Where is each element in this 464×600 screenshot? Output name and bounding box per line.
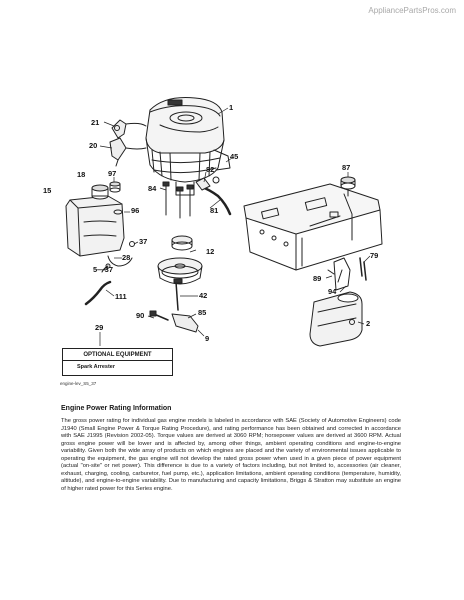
callout-81: 81 bbox=[210, 206, 218, 215]
callout-89: 89 bbox=[313, 274, 321, 283]
callout-96: 96 bbox=[131, 206, 139, 215]
watermark: AppliancePartsPros.com bbox=[368, 6, 456, 15]
callout-45: 45 bbox=[230, 152, 238, 161]
heat-shield-part[interactable] bbox=[327, 257, 367, 291]
bolt-part[interactable] bbox=[162, 181, 194, 219]
optional-equipment-item: Spark Arrester bbox=[77, 364, 116, 370]
callout-84: 84 bbox=[148, 184, 157, 193]
callout-79: 79 bbox=[370, 251, 378, 260]
hose-part[interactable] bbox=[84, 280, 112, 306]
callout-1: 1 bbox=[229, 103, 233, 112]
pulley-part[interactable] bbox=[157, 235, 203, 285]
callout-90: 90 bbox=[136, 311, 144, 320]
figure-reference: engine-lev_S5_37 bbox=[60, 381, 97, 386]
optional-equipment-box: OPTIONAL EQUIPMENT Spark Arrester bbox=[62, 348, 173, 376]
callout-85: 85 bbox=[198, 308, 206, 317]
engine-mount-part[interactable] bbox=[340, 176, 356, 197]
fuel-tank-part[interactable] bbox=[65, 184, 125, 257]
callout-42: 42 bbox=[199, 291, 207, 300]
engine-part[interactable] bbox=[145, 97, 231, 196]
callout-15: 15 bbox=[43, 186, 51, 195]
bushing-part[interactable] bbox=[113, 209, 123, 215]
exhaust-pipe-part[interactable] bbox=[195, 176, 232, 216]
bracket-part[interactable] bbox=[149, 310, 199, 333]
frame-part[interactable] bbox=[243, 183, 383, 271]
callout-111: 111 bbox=[115, 292, 127, 301]
callout-12: 12 bbox=[206, 247, 214, 256]
callout-94: 94 bbox=[328, 287, 337, 296]
callout-9: 9 bbox=[205, 334, 209, 343]
callout-28: 28 bbox=[122, 253, 130, 262]
optional-equipment-title: OPTIONAL EQUIPMENT bbox=[63, 349, 172, 361]
callout-37-upper: 37 bbox=[139, 237, 147, 246]
fuel-line-part[interactable] bbox=[101, 241, 135, 273]
callout-2: 2 bbox=[366, 319, 370, 328]
throttle-control-part[interactable] bbox=[109, 119, 147, 167]
callout-87: 87 bbox=[342, 163, 350, 172]
callout-18: 18 bbox=[77, 170, 85, 179]
info-body: The gross power rating for individual ga… bbox=[61, 418, 401, 492]
info-heading: Engine Power Rating Information bbox=[61, 405, 172, 412]
callout-97: 97 bbox=[108, 169, 116, 178]
fuel-cap-part[interactable] bbox=[109, 181, 121, 193]
callout-20: 20 bbox=[89, 141, 97, 150]
callout-37-lower: 5—37 bbox=[93, 265, 113, 274]
muffler-part[interactable] bbox=[309, 291, 363, 347]
callout-21: 21 bbox=[91, 118, 99, 127]
pulley-bolt-part[interactable] bbox=[173, 278, 183, 311]
callout-82: 82 bbox=[206, 165, 214, 174]
callout-29: 29 bbox=[95, 323, 103, 332]
